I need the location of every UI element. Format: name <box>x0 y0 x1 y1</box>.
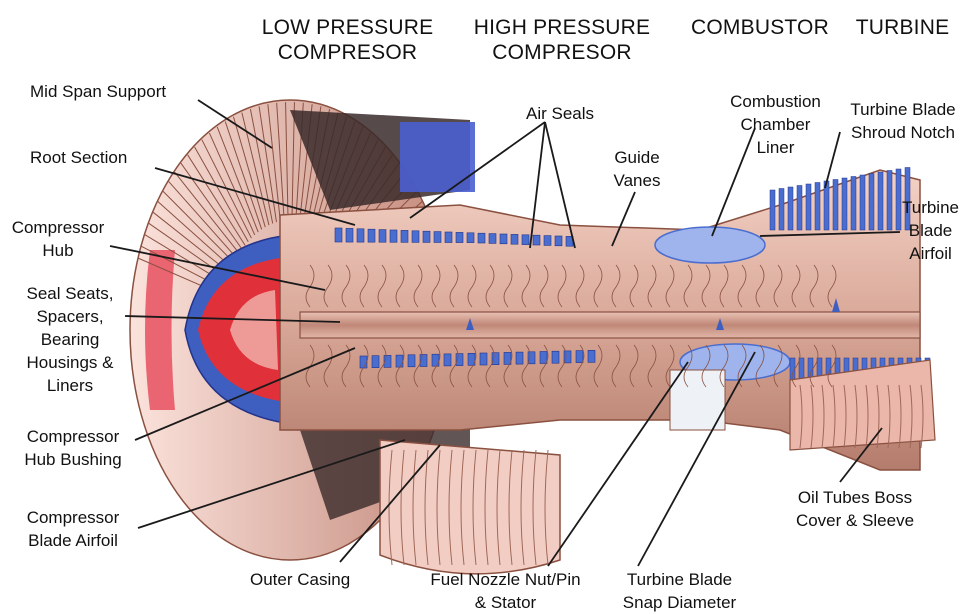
header-hpc-line2: COMPRESOR <box>462 40 662 65</box>
label-oil-tubes-boss: Oil Tubes Boss Cover & Sleeve <box>780 486 930 532</box>
label-blade-airfoil-l1: Compressor <box>8 506 138 529</box>
label-mid-span-support: Mid Span Support <box>30 80 166 103</box>
label-guide-vanes-l2: Vanes <box>598 169 676 192</box>
label-seal-seats-l5: Liners <box>10 374 130 397</box>
label-seal-seats: Seal Seats, Spacers, Bearing Housings & … <box>10 282 130 397</box>
label-oil-tubes-l1: Oil Tubes Boss <box>780 486 930 509</box>
label-hub-bushing-l1: Compressor <box>8 425 138 448</box>
label-air-seals: Air Seals <box>526 102 594 125</box>
label-compressor-blade-airfoil: Compressor Blade Airfoil <box>8 506 138 552</box>
label-oil-tubes-l2: Cover & Sleeve <box>780 509 930 532</box>
label-shroud-notch-l2: Shroud Notch <box>838 121 968 144</box>
label-outer-casing: Outer Casing <box>250 568 350 591</box>
header-hpc-line1: HIGH PRESSURE <box>462 15 662 40</box>
label-compressor-hub-l1: Compressor <box>8 216 108 239</box>
label-compressor-hub-bushing: Compressor Hub Bushing <box>8 425 138 471</box>
label-turbine-airfoil-l3: Airfoil <box>893 242 968 265</box>
header-turbine: TURBINE <box>845 15 960 40</box>
label-turbine-airfoil-l1: Turbine <box>893 196 968 219</box>
label-compressor-hub-l2: Hub <box>8 239 108 262</box>
label-hub-bushing-l2: Hub Bushing <box>8 448 138 471</box>
label-turbine-airfoil-l2: Blade <box>893 219 968 242</box>
label-fuel-nozzle-l1: Fuel Nozzle Nut/Pin <box>418 568 593 591</box>
label-guide-vanes: Guide Vanes <box>598 146 676 192</box>
label-root-section-text: Root Section <box>30 146 127 169</box>
label-combustion-chamber-liner: Combustion Chamber Liner <box>713 90 838 159</box>
label-guide-vanes-l1: Guide <box>598 146 676 169</box>
label-seal-seats-l1: Seal Seats, <box>10 282 130 305</box>
label-snap-diameter-l1: Turbine Blade <box>612 568 747 591</box>
label-combustion-liner-l1: Combustion <box>713 90 838 113</box>
label-fuel-nozzle: Fuel Nozzle Nut/Pin & Stator <box>418 568 593 614</box>
label-combustion-liner-l2: Chamber <box>713 113 838 136</box>
label-shroud-notch-l1: Turbine Blade <box>838 98 968 121</box>
label-turbine-blade-snap-diameter: Turbine Blade Snap Diameter <box>612 568 747 614</box>
label-turbine-blade-shroud-notch: Turbine Blade Shroud Notch <box>838 98 968 144</box>
label-turbine-blade-airfoil: Turbine Blade Airfoil <box>893 196 968 265</box>
header-low-pressure-compressor: LOW PRESSURE COMPRESOR <box>250 15 445 65</box>
label-air-seals-text: Air Seals <box>526 102 594 125</box>
label-mid-span-support-text: Mid Span Support <box>30 80 166 103</box>
header-high-pressure-compressor: HIGH PRESSURE COMPRESOR <box>462 15 662 65</box>
label-combustion-liner-l3: Liner <box>713 136 838 159</box>
label-fuel-nozzle-l2: & Stator <box>418 591 593 614</box>
label-seal-seats-l2: Spacers, <box>10 305 130 328</box>
label-root-section: Root Section <box>30 146 127 169</box>
label-outer-casing-text: Outer Casing <box>250 568 350 591</box>
label-snap-diameter-l2: Snap Diameter <box>612 591 747 614</box>
header-lpc-line1: LOW PRESSURE <box>250 15 445 40</box>
label-blade-airfoil-l2: Blade Airfoil <box>8 529 138 552</box>
label-seal-seats-l3: Bearing <box>10 328 130 351</box>
label-seal-seats-l4: Housings & <box>10 351 130 374</box>
header-combustor: COMBUSTOR <box>684 15 836 40</box>
header-lpc-line2: COMPRESOR <box>250 40 445 65</box>
label-compressor-hub: Compressor Hub <box>8 216 108 262</box>
